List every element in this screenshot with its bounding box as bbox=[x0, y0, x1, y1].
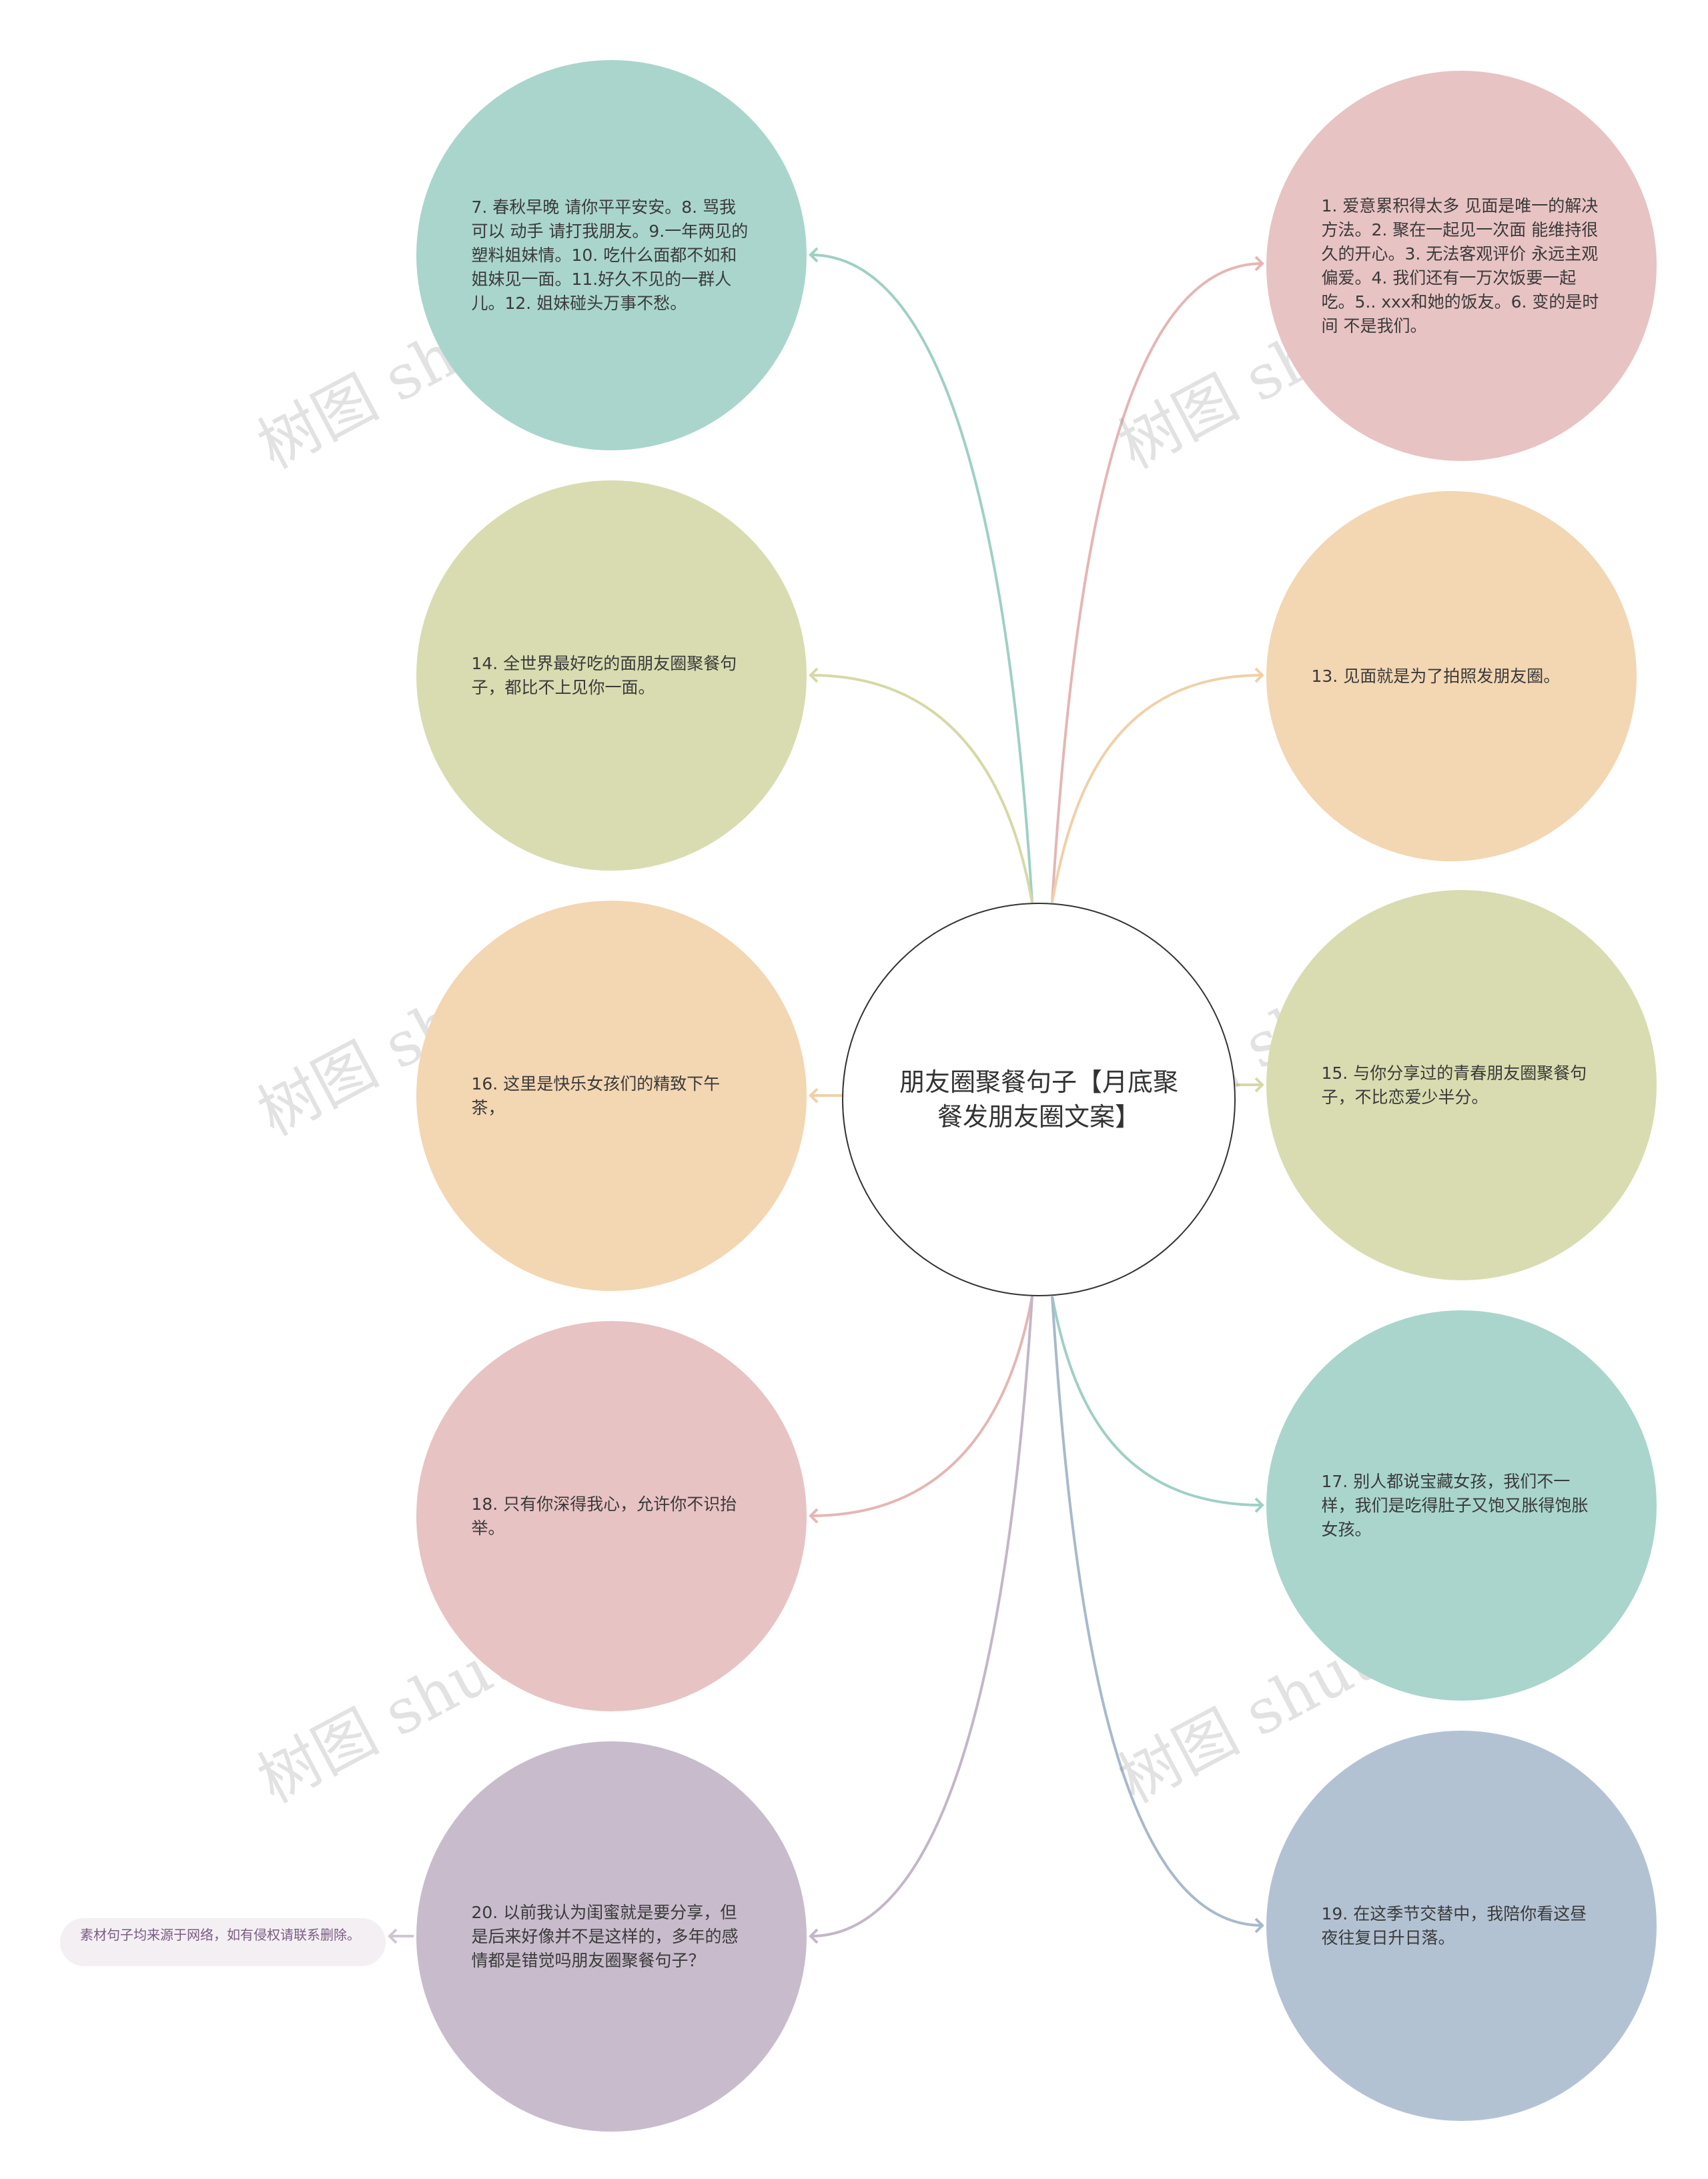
connector-arrow bbox=[809, 667, 819, 683]
branch-node-label: 1. 爱意累积得太多 见面是唯一的解决方法。2. 聚在一起见一次面 能维持很久的… bbox=[1321, 195, 1599, 336]
connector-n14 bbox=[810, 674, 1033, 903]
central-topic[interactable]: 朋友圈聚餐句子【月底聚餐发朋友圈文案】 bbox=[842, 903, 1236, 1296]
connector-arrow bbox=[1254, 1077, 1264, 1093]
connector-n1 bbox=[1051, 262, 1263, 903]
connector-arrow bbox=[1254, 1497, 1264, 1513]
connector-arrow bbox=[1254, 256, 1264, 272]
branch-node-17[interactable]: 17. 别人都说宝藏女孩，我们不一样，我们是吃得肚子又饱又胀得饱胀女孩。 bbox=[1266, 1310, 1657, 1701]
connector-n20 bbox=[810, 1296, 1033, 1937]
branch-node-13[interactable]: 13. 见面就是为了拍照发朋友圈。 bbox=[1266, 491, 1637, 861]
connector-arrow bbox=[809, 247, 819, 263]
branch-node-label: 19. 在这季节交替中，我陪你看这昼夜往复日升日落。 bbox=[1321, 1903, 1587, 1947]
branch-node-16[interactable]: 16. 这里是快乐女孩们的精致下午茶， bbox=[416, 901, 807, 1291]
branch-node-label: 13. 见面就是为了拍照发朋友圈。 bbox=[1311, 666, 1561, 686]
branch-node-15[interactable]: 15. 与你分享过的青春朋友圈聚餐句子，不比恋爱少半分。 bbox=[1266, 890, 1657, 1280]
branch-node-label: 16. 这里是快乐女孩们的精致下午茶， bbox=[471, 1073, 721, 1118]
source-note[interactable]: 素材句子均来源于网络，如有侵权请联系删除。 bbox=[60, 1918, 386, 1966]
central-topic-label: 朋友圈聚餐句子【月底聚餐发朋友圈文案】 bbox=[899, 1067, 1178, 1132]
branch-node-label: 15. 与你分享过的青春朋友圈聚餐句子，不比恋爱少半分。 bbox=[1321, 1063, 1587, 1107]
branch-node-14[interactable]: 14. 全世界最好吃的面朋友圈聚餐句子，都比不上见你一面。 bbox=[416, 480, 807, 871]
connector-arrow bbox=[809, 1087, 819, 1104]
branch-node-label: 17. 别人都说宝藏女孩，我们不一样，我们是吃得肚子又饱又胀得饱胀女孩。 bbox=[1321, 1471, 1589, 1539]
connector-n17 bbox=[1051, 1296, 1263, 1506]
branch-node-18[interactable]: 18. 只有你深得我心，允许你不识抬举。 bbox=[416, 1321, 807, 1711]
connector-arrow bbox=[388, 1928, 398, 1944]
connector-n18 bbox=[810, 1296, 1033, 1517]
branch-node-20[interactable]: 20. 以前我认为闺蜜就是要分享，但是后来好像并不是这样的，多年的感情都是错觉吗… bbox=[416, 1741, 807, 2132]
connector-n7 bbox=[810, 254, 1033, 903]
branch-node-1[interactable]: 1. 爱意累积得太多 见面是唯一的解决方法。2. 聚在一起见一次面 能维持很久的… bbox=[1266, 71, 1657, 461]
connector-n13 bbox=[1051, 674, 1263, 903]
connector-arrow bbox=[1254, 1917, 1264, 1933]
branch-node-label: 7. 春秋早晚 请你平平安安。8. 骂我可以 动手 请打我朋友。9.一年两见的塑… bbox=[471, 197, 749, 313]
connector-arrow bbox=[1254, 667, 1264, 683]
branch-node-label: 14. 全世界最好吃的面朋友圈聚餐句子，都比不上见你一面。 bbox=[471, 653, 737, 697]
connector-arrow bbox=[809, 1508, 819, 1524]
branch-node-7[interactable]: 7. 春秋早晚 请你平平安安。8. 骂我可以 动手 请打我朋友。9.一年两见的塑… bbox=[416, 60, 807, 450]
connector-n19 bbox=[1051, 1296, 1263, 1927]
connector-arrow bbox=[809, 1928, 819, 1944]
branch-node-label: 18. 只有你深得我心，允许你不识抬举。 bbox=[471, 1494, 737, 1538]
branch-node-19[interactable]: 19. 在这季节交替中，我陪你看这昼夜往复日升日落。 bbox=[1266, 1731, 1657, 2121]
source-note-label: 素材句子均来源于网络，如有侵权请联系删除。 bbox=[80, 1927, 360, 1943]
branch-node-label: 20. 以前我认为闺蜜就是要分享，但是后来好像并不是这样的，多年的感情都是错觉吗… bbox=[471, 1902, 739, 1970]
